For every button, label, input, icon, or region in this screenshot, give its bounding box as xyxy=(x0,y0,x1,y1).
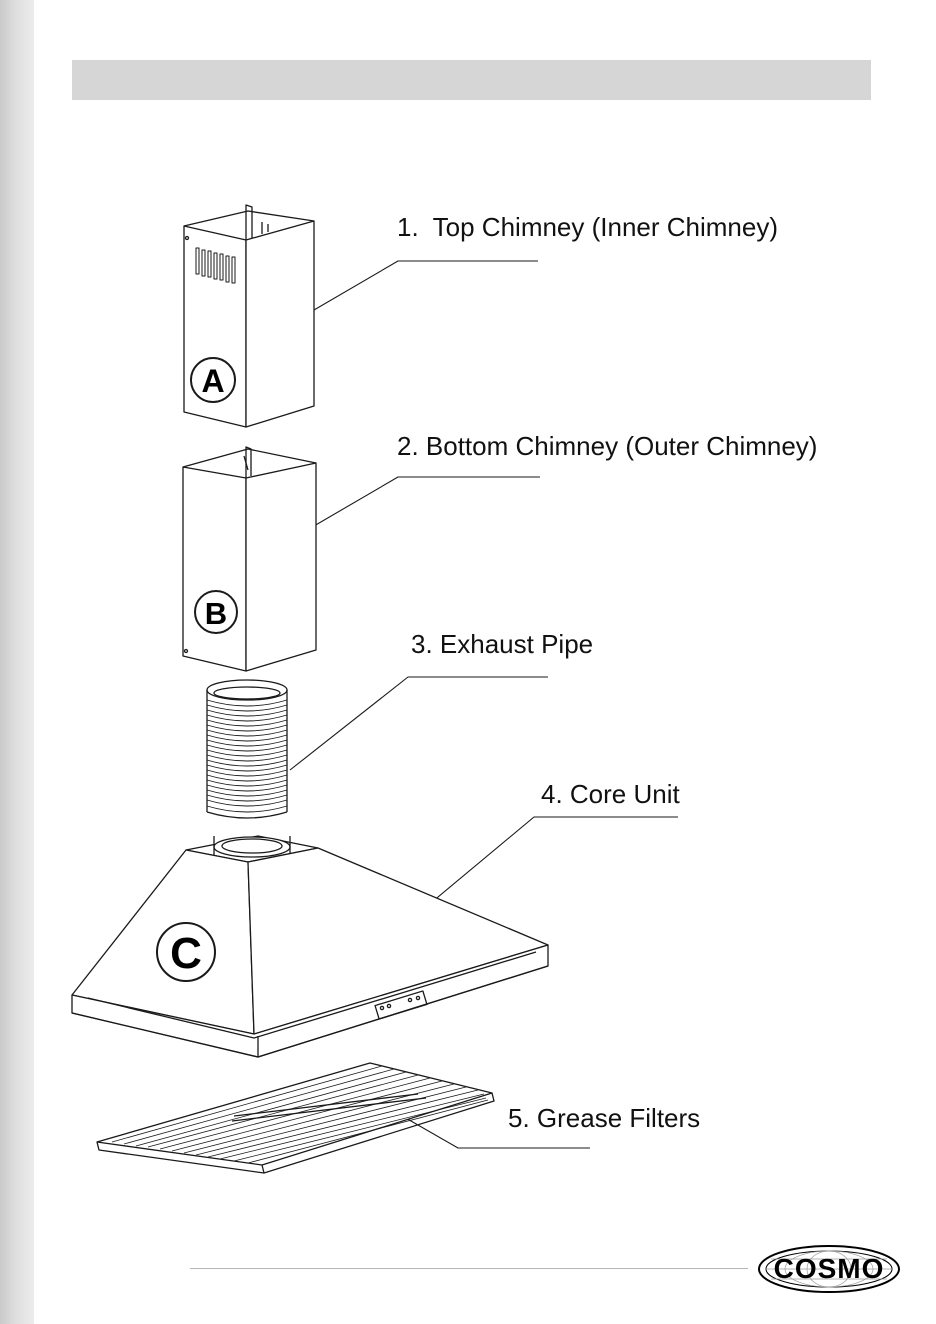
grease-filters-drawing xyxy=(97,1063,494,1173)
leader-line-grease-filters xyxy=(404,1117,590,1148)
bottom-chimney-drawing xyxy=(183,447,316,671)
leader-line-exhaust-pipe xyxy=(290,677,548,770)
logo-wordmark: COSMO xyxy=(757,1244,901,1294)
brand-logo: COSMO xyxy=(757,1244,901,1294)
marker-b-letter: B xyxy=(205,596,227,631)
marker-a-letter: A xyxy=(201,363,224,399)
leader-line-bottom-chimney xyxy=(290,477,540,540)
leader-line-core-unit xyxy=(420,817,678,912)
footer-rule xyxy=(190,1268,748,1269)
exhaust-pipe-drawing xyxy=(207,680,287,818)
leader-line-top-chimney xyxy=(290,261,538,324)
core-unit-drawing xyxy=(72,836,548,1057)
marker-c-letter: C xyxy=(170,929,202,978)
